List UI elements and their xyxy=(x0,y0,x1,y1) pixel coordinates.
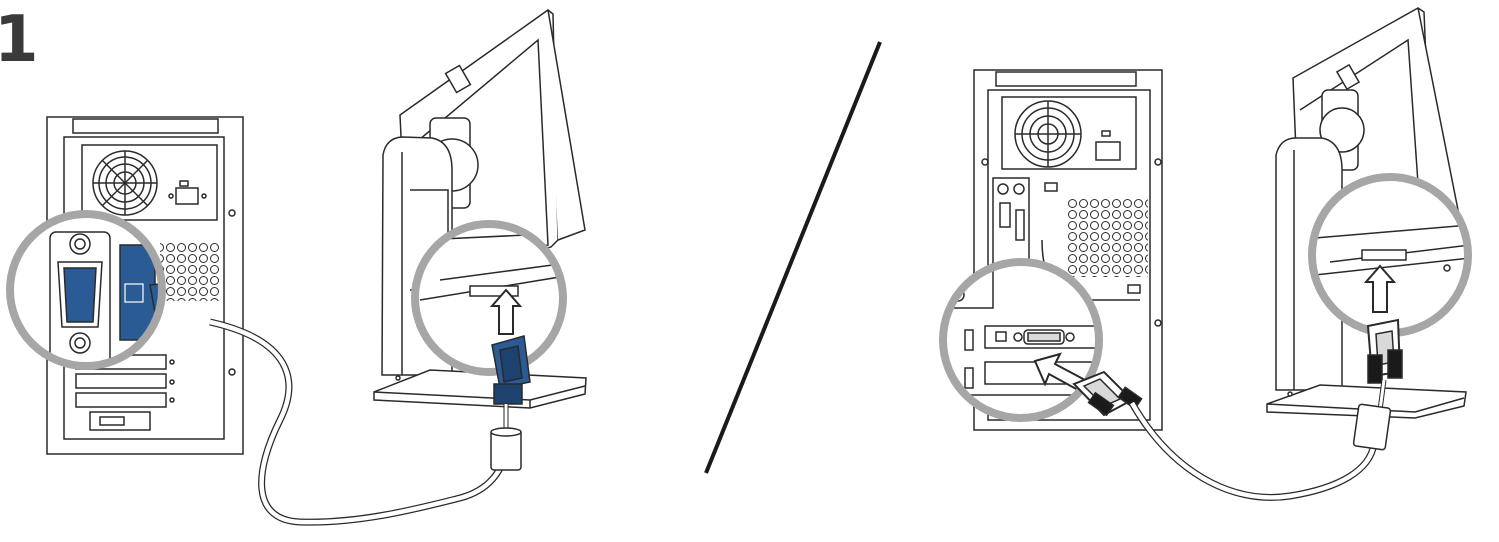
vga-connection-panel xyxy=(6,9,587,526)
ferrite-core-right xyxy=(1352,403,1392,451)
vga-plug-monitor-end xyxy=(490,335,531,471)
dvi-plug-monitor-end xyxy=(1352,318,1403,451)
monitor-left xyxy=(373,9,587,409)
dvi-plug-pc-end xyxy=(1072,370,1143,417)
insert-arrow-icon xyxy=(489,288,523,335)
insert-arrow-icon xyxy=(1363,264,1397,313)
computer-tower-left xyxy=(46,116,244,455)
step-number: 1 xyxy=(0,3,39,77)
dvi-connection-panel xyxy=(939,7,1472,501)
magnifier-pc-vga-port xyxy=(6,210,166,370)
vga-port-socket xyxy=(63,267,97,323)
or-divider xyxy=(704,41,882,474)
magnifier-monitor-vga-port xyxy=(411,220,567,376)
magnifier-pc-dvi-port xyxy=(939,258,1103,422)
magnifier-monitor-dvi-port xyxy=(1308,173,1472,337)
